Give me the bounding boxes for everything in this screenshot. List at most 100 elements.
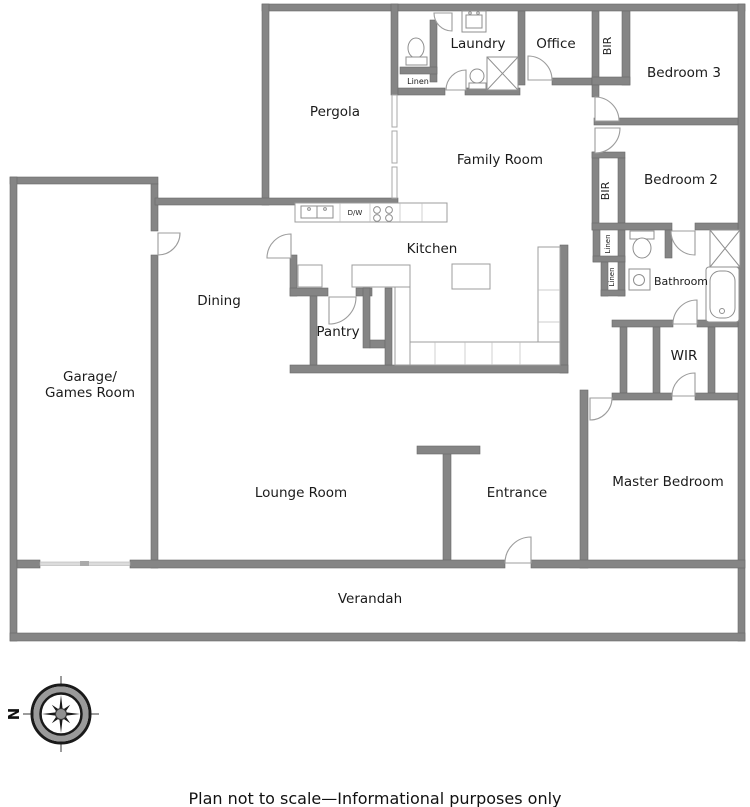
room-label-laundry: Laundry [450, 36, 505, 52]
sink-tap [307, 207, 311, 211]
wall-segment [592, 255, 626, 263]
wall-segment [737, 3, 746, 642]
doors [157, 12, 698, 564]
room-labels: Pergola Laundry Office Bedroom 3 Family … [45, 36, 724, 607]
wall-segment [384, 287, 393, 366]
wall-segment [611, 319, 674, 328]
compass-north-label: N [5, 708, 23, 721]
sink-tap [323, 207, 327, 211]
kitchen-sink [316, 205, 334, 219]
dining-kitchen-door [266, 233, 292, 259]
room-label-kitchen: Kitchen [407, 241, 458, 257]
wall-segment [442, 452, 452, 561]
wall-segment [16, 559, 41, 569]
laundry-tub [469, 68, 485, 84]
wall-segment [517, 10, 526, 86]
wir-door [671, 372, 696, 397]
wall-segment [416, 445, 481, 455]
wall-segment [621, 10, 631, 86]
wall-segment [154, 197, 399, 206]
wall-segment [399, 66, 438, 75]
wall-segment [600, 289, 626, 297]
wall-segment [694, 222, 739, 231]
wall-segment [261, 3, 270, 206]
wall-segment [261, 3, 746, 12]
room-label-master: Master Bedroom [612, 474, 723, 490]
stove-burner [373, 214, 381, 222]
bench [351, 264, 411, 288]
room-label-family-room: Family Room [457, 152, 543, 168]
wc-toilet-bowl [407, 37, 425, 59]
stove-burner [385, 206, 393, 214]
bathtub [705, 266, 740, 323]
front-door [504, 536, 532, 564]
room-label-garage-line1: Garage/ [63, 369, 117, 385]
wall-segment [289, 287, 329, 297]
trough-tap [476, 11, 480, 15]
bath-vanity [628, 268, 651, 291]
bench [394, 286, 411, 366]
closet-label-linen-hall-2: Linen [608, 267, 616, 286]
wall-segment [593, 117, 739, 126]
wall-segment [591, 151, 626, 159]
wall-segment [664, 229, 673, 259]
bench [537, 246, 561, 343]
bathtub-drain [719, 308, 725, 314]
wall-segment [9, 176, 18, 642]
bathroom-south-door [672, 299, 698, 325]
room-label-entrance: Entrance [487, 485, 548, 501]
stove-burner [385, 214, 393, 222]
shower-cross [709, 229, 741, 268]
kitchen-island [451, 263, 491, 290]
walls [9, 3, 746, 642]
wall-segment [129, 559, 506, 569]
wall-segment [369, 339, 386, 349]
wall-segment [551, 77, 593, 86]
wall-segment [362, 287, 371, 349]
garage-door-handle [80, 561, 89, 566]
shower-cross [486, 56, 519, 91]
wall-segment [150, 254, 159, 569]
fixtures [405, 10, 741, 323]
wall-segment [9, 176, 159, 185]
wall-segment [429, 19, 438, 83]
wall-segment [694, 392, 739, 401]
wall-segment [559, 244, 569, 374]
room-label-wir: WIR [671, 348, 698, 364]
window [391, 130, 398, 164]
room-label-bedroom3: Bedroom 3 [647, 65, 721, 81]
plan-caption: Plan not to scale—Informational purposes… [188, 789, 561, 807]
pantry-door [328, 296, 357, 325]
kitchen-benches: D/W [294, 202, 561, 366]
closet-label-linen-hall-1: Linen [604, 234, 612, 253]
office-door [527, 55, 553, 81]
wall-segment [309, 295, 318, 366]
room-label-garage-line2: Games Room [45, 385, 135, 401]
wall-segment [591, 151, 600, 231]
laundry-trough-basin [465, 14, 483, 29]
wall-segment [652, 326, 661, 394]
wall-segment [611, 392, 673, 401]
bedroom2-door [594, 127, 621, 154]
bench [409, 341, 561, 366]
window [391, 94, 398, 128]
wc-nook-door [433, 12, 453, 32]
wall-segment [591, 84, 600, 98]
wall-segment [289, 364, 569, 374]
trough-tap [468, 11, 472, 15]
wall-segment [619, 326, 628, 394]
bedroom3-door [594, 96, 620, 122]
wall-segment [617, 157, 626, 224]
room-label-bedroom2: Bedroom 2 [644, 172, 718, 188]
wall-segment [390, 3, 399, 96]
room-label-pantry: Pantry [316, 324, 359, 340]
bathroom-north-door [670, 230, 696, 256]
stove-burner [373, 206, 381, 214]
window [391, 166, 398, 199]
room-label-dining: Dining [197, 293, 241, 309]
laundry-tub-base [468, 82, 487, 90]
garage-dining-door [157, 232, 181, 256]
room-label-verandah: Verandah [338, 591, 402, 607]
